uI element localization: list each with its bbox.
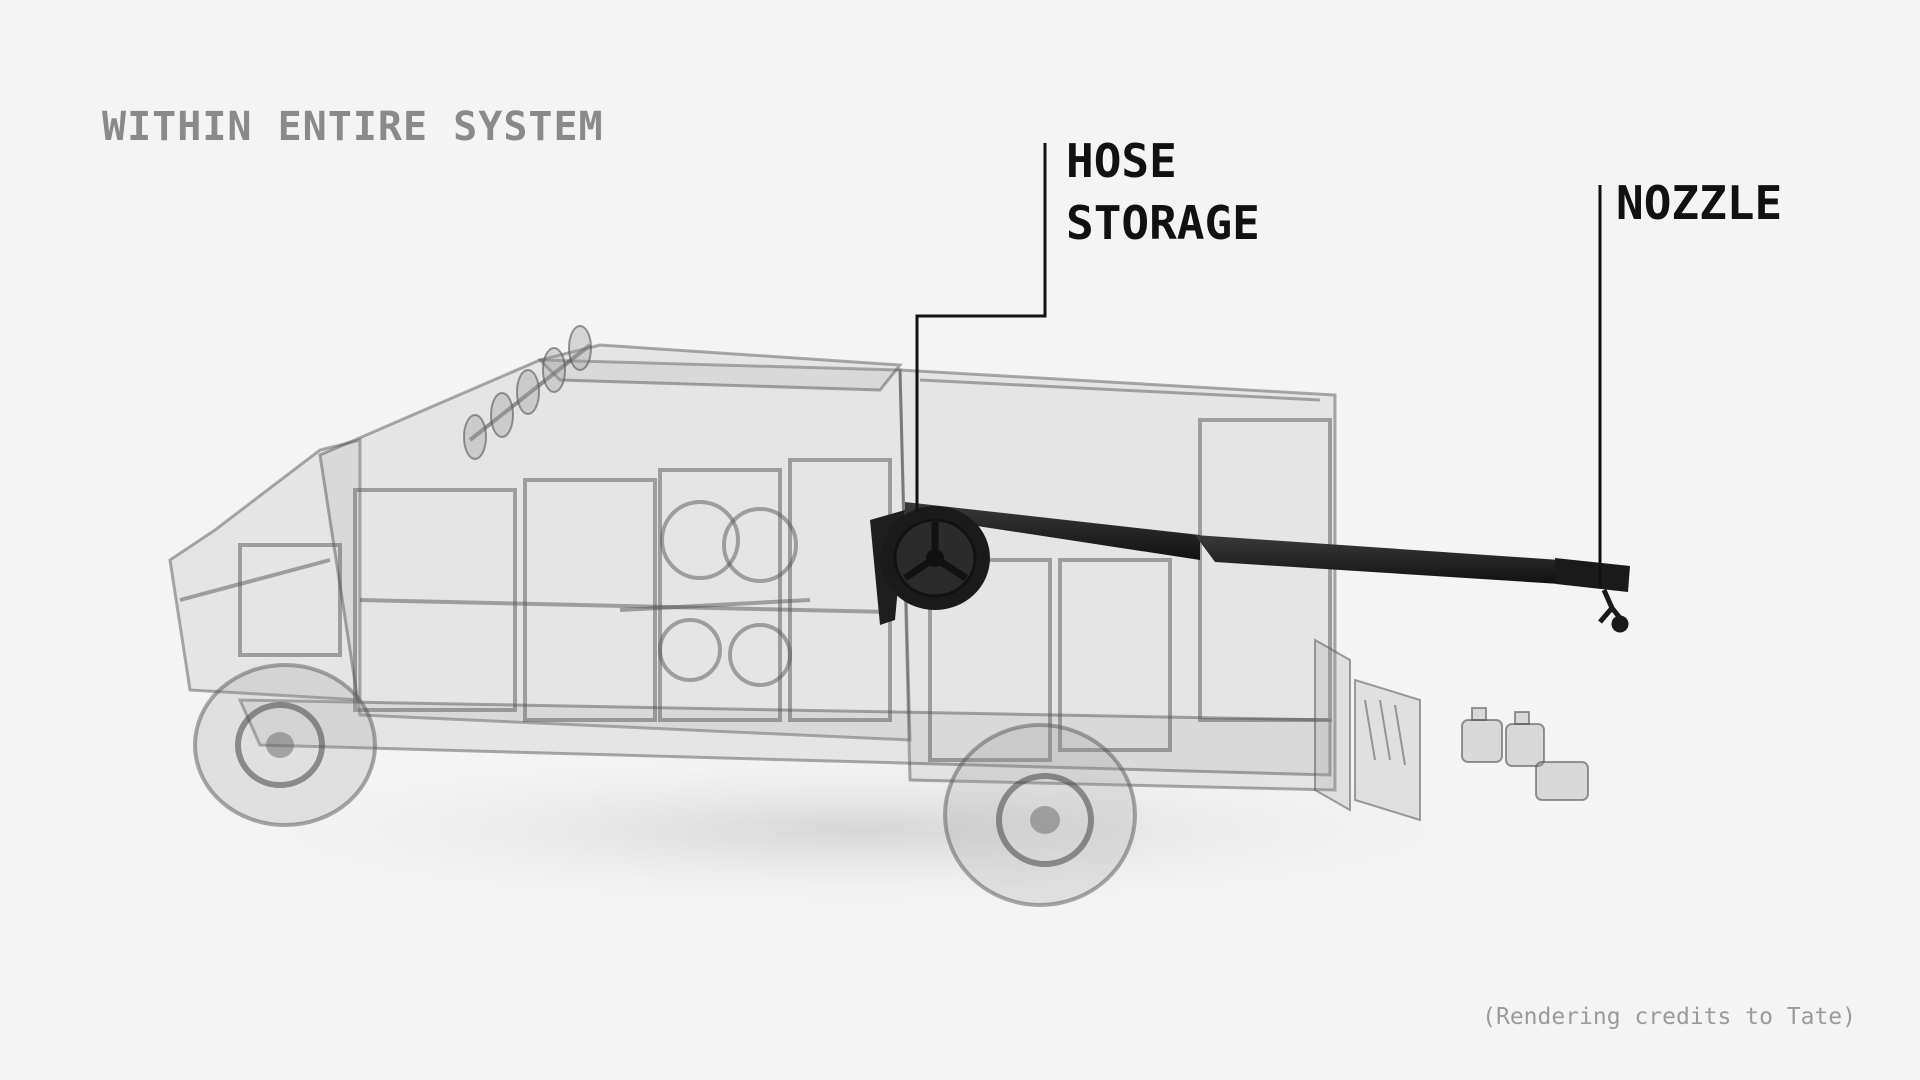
- hose-storage-leader-line: [915, 143, 1047, 512]
- hose-storage-label: HOSE STORAGE: [1066, 130, 1260, 254]
- fuel-canister-icon: [1461, 707, 1589, 801]
- wheel-front: [193, 663, 377, 827]
- roof-light-bar: [463, 325, 592, 460]
- truck-interior-frame: [179, 418, 1332, 762]
- hose-storage-label-line2: STORAGE: [1066, 196, 1260, 250]
- hose-storage-label-line1: HOSE: [1066, 134, 1177, 188]
- hose-reel-icon: [870, 506, 990, 625]
- rear-tailgate: [1314, 638, 1421, 822]
- truck-bed-rail: [919, 378, 1321, 402]
- truck-cab: [318, 358, 912, 742]
- ground-shadow: [140, 740, 1580, 920]
- truck-rocker-panel: [237, 698, 1332, 777]
- wheel-rear: [943, 723, 1137, 907]
- rendering-credit: (Rendering credits to Tate): [1482, 1004, 1856, 1030]
- truck-utility-bed: [898, 368, 1337, 792]
- nozzle-label: NOZZLE: [1616, 176, 1783, 230]
- truck-hood: [168, 438, 362, 702]
- boom-arm: [905, 502, 1630, 592]
- spray-nozzle-icon: [1598, 588, 1629, 633]
- page-heading: WITHIN ENTIRE SYSTEM: [102, 104, 604, 150]
